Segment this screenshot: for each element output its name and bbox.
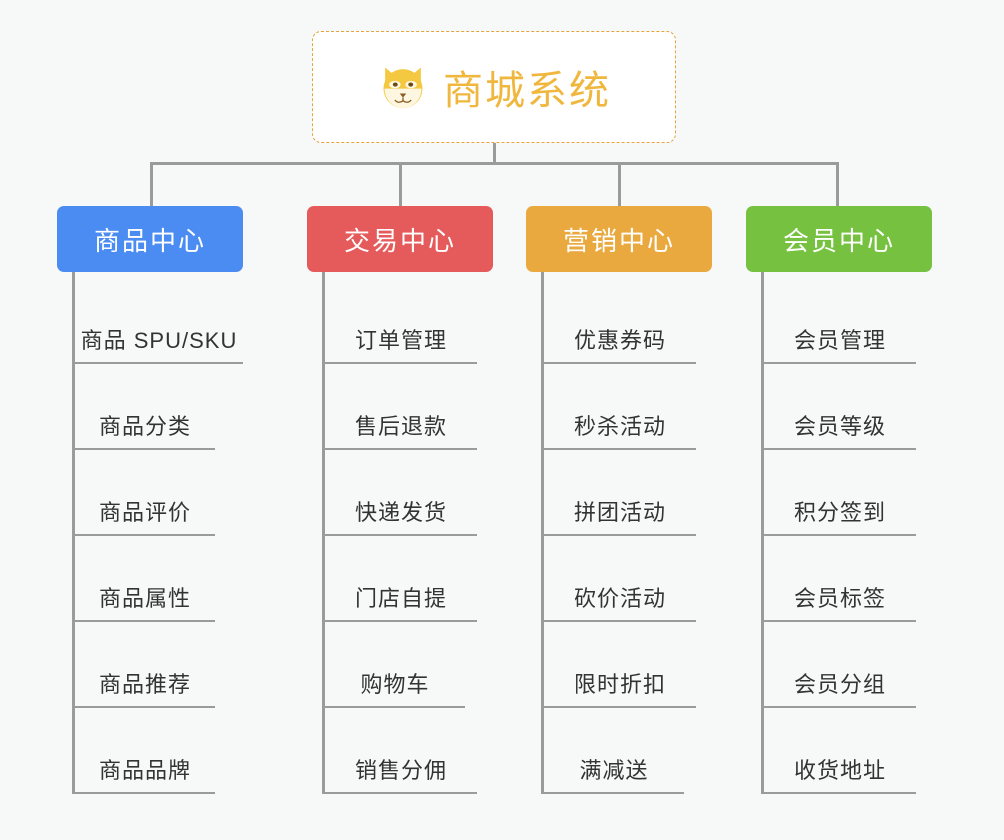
leaf-item[interactable]: 商品分类 — [75, 364, 215, 450]
category-header-marketing-center[interactable]: 营销中心 — [526, 206, 712, 272]
leaf-label: 订单管理 — [354, 328, 447, 353]
leaf-item[interactable]: 限时折扣 — [544, 622, 696, 708]
leaf-label: 砍价活动 — [573, 586, 666, 611]
leaf-label: 商品 SPU/SKU — [80, 328, 238, 353]
leaf-list-product-center: 商品 SPU/SKU 商品分类 商品评价 商品属性 商品推荐 商品品牌 — [72, 272, 243, 794]
leaf-item[interactable]: 会员标签 — [764, 536, 916, 622]
leaf-label: 销售分佣 — [354, 758, 447, 783]
category-title: 商品中心 — [93, 225, 206, 256]
leaf-item[interactable]: 砍价活动 — [544, 536, 696, 622]
leaf-label: 门店自提 — [354, 586, 447, 611]
connector-horizontal-bus — [150, 162, 839, 165]
leaf-label: 拼团活动 — [573, 500, 666, 525]
leaf-label: 商品评价 — [98, 500, 191, 525]
branch-column-product-center: 商品中心 商品 SPU/SKU 商品分类 商品评价 商品属性 商品推荐 商品品牌 — [57, 206, 243, 794]
leaf-item[interactable]: 商品属性 — [75, 536, 215, 622]
category-title: 营销中心 — [562, 225, 675, 256]
leaf-label: 商品推荐 — [98, 672, 191, 697]
leaf-list-marketing-center: 优惠券码 秒杀活动 拼团活动 砍价活动 限时折扣 满减送 — [541, 272, 712, 794]
connector-drop-1 — [150, 162, 153, 207]
branch-column-trade-center: 交易中心 订单管理 售后退款 快递发货 门店自提 购物车 销售分佣 — [307, 206, 493, 794]
root-node-mall-system[interactable]: 商城系统 — [312, 31, 676, 143]
category-title: 交易中心 — [343, 225, 456, 256]
category-header-trade-center[interactable]: 交易中心 — [307, 206, 493, 272]
leaf-item[interactable]: 会员分组 — [764, 622, 916, 708]
leaf-label: 秒杀活动 — [573, 414, 666, 439]
leaf-item[interactable]: 售后退款 — [325, 364, 477, 450]
shiba-dog-face-icon — [377, 61, 429, 113]
leaf-label: 购物车 — [360, 672, 430, 697]
leaf-label: 会员管理 — [793, 328, 886, 353]
leaf-label: 满减送 — [579, 758, 649, 783]
leaf-item[interactable]: 收货地址 — [764, 708, 916, 794]
leaf-label: 限时折扣 — [573, 672, 666, 697]
leaf-item[interactable]: 商品评价 — [75, 450, 215, 536]
leaf-label: 会员等级 — [793, 414, 886, 439]
leaf-item[interactable]: 门店自提 — [325, 536, 477, 622]
leaf-label: 优惠券码 — [573, 328, 666, 353]
branch-column-marketing-center: 营销中心 优惠券码 秒杀活动 拼团活动 砍价活动 限时折扣 满减送 — [526, 206, 712, 794]
connector-drop-2 — [399, 162, 402, 207]
leaf-label: 商品属性 — [98, 586, 191, 611]
leaf-item[interactable]: 订单管理 — [325, 275, 477, 364]
branch-column-member-center: 会员中心 会员管理 会员等级 积分签到 会员标签 会员分组 收货地址 — [746, 206, 932, 794]
leaf-label: 积分签到 — [793, 500, 886, 525]
leaf-item[interactable]: 满减送 — [544, 708, 684, 794]
leaf-label: 商品品牌 — [98, 758, 191, 783]
connector-drop-4 — [836, 162, 839, 207]
leaf-label: 会员分组 — [793, 672, 886, 697]
leaf-list-member-center: 会员管理 会员等级 积分签到 会员标签 会员分组 收货地址 — [761, 272, 932, 794]
leaf-item[interactable]: 会员管理 — [764, 275, 916, 364]
leaf-label: 收货地址 — [793, 758, 886, 783]
leaf-item[interactable]: 商品品牌 — [75, 708, 215, 794]
connector-root-stem — [493, 143, 496, 165]
leaf-item[interactable]: 购物车 — [325, 622, 465, 708]
leaf-item[interactable]: 商品推荐 — [75, 622, 215, 708]
leaf-item[interactable]: 优惠券码 — [544, 275, 696, 364]
root-node-title: 商城系统 — [443, 69, 611, 113]
leaf-item[interactable]: 商品 SPU/SKU — [75, 275, 243, 364]
leaf-item[interactable]: 销售分佣 — [325, 708, 477, 794]
leaf-label: 会员标签 — [793, 586, 886, 611]
leaf-label: 售后退款 — [354, 414, 447, 439]
leaf-item[interactable]: 会员等级 — [764, 364, 916, 450]
leaf-list-trade-center: 订单管理 售后退款 快递发货 门店自提 购物车 销售分佣 — [322, 272, 493, 794]
connector-drop-3 — [618, 162, 621, 207]
leaf-item[interactable]: 快递发货 — [325, 450, 477, 536]
category-header-member-center[interactable]: 会员中心 — [746, 206, 932, 272]
leaf-label: 商品分类 — [98, 414, 191, 439]
leaf-item[interactable]: 拼团活动 — [544, 450, 696, 536]
category-header-product-center[interactable]: 商品中心 — [57, 206, 243, 272]
leaf-item[interactable]: 积分签到 — [764, 450, 916, 536]
leaf-item[interactable]: 秒杀活动 — [544, 364, 696, 450]
category-title: 会员中心 — [782, 225, 895, 256]
leaf-label: 快递发货 — [354, 500, 447, 525]
